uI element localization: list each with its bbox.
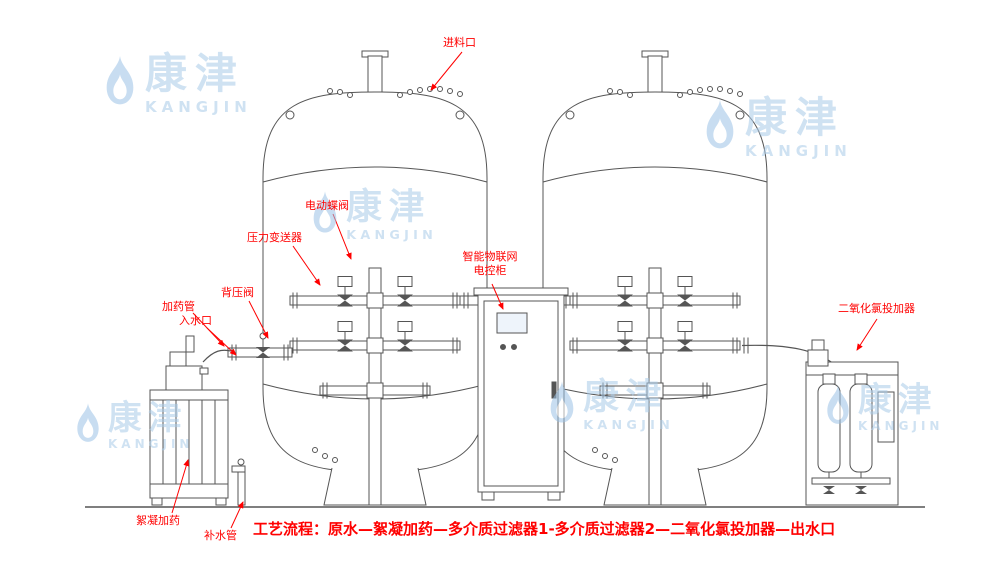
label-electric-butterfly-valve: 电动蝶阀 [305,199,349,212]
label-iot-line1: 智能物联网 [462,250,518,263]
clo2-hose [741,337,838,367]
flocculation-dosing-unit [149,335,246,506]
label-iot-control-cabinet: 智能物联网 电控柜 [452,250,528,278]
process-flow-caption: 工艺流程：原水—絮凝加药—多介质过滤器1-多介质过滤器2—二氧化氯投加器—出水口 [253,520,836,538]
chlorine-dioxide-feeder [805,339,899,506]
label-back-pressure-valve: 背压阀 [221,286,254,299]
label-iot-line2: 电控柜 [473,263,507,277]
label-dosing-pipe: 加药管 [162,300,195,313]
label-water-supply-pipe: 补水管 [204,529,237,542]
label-feed-inlet: 进料口 [443,36,476,49]
label-chlorine-dioxide-feeder: 二氧化氯投加器 [838,302,915,315]
callout-leaders [171,51,878,529]
label-water-inlet: 入水口 [179,314,212,327]
label-flocculation-dosing: 絮凝加药 [136,514,180,527]
label-pressure-transmitter: 压力变送器 [247,231,302,244]
inlet-pipe [202,332,293,363]
control-cabinet [473,287,569,501]
